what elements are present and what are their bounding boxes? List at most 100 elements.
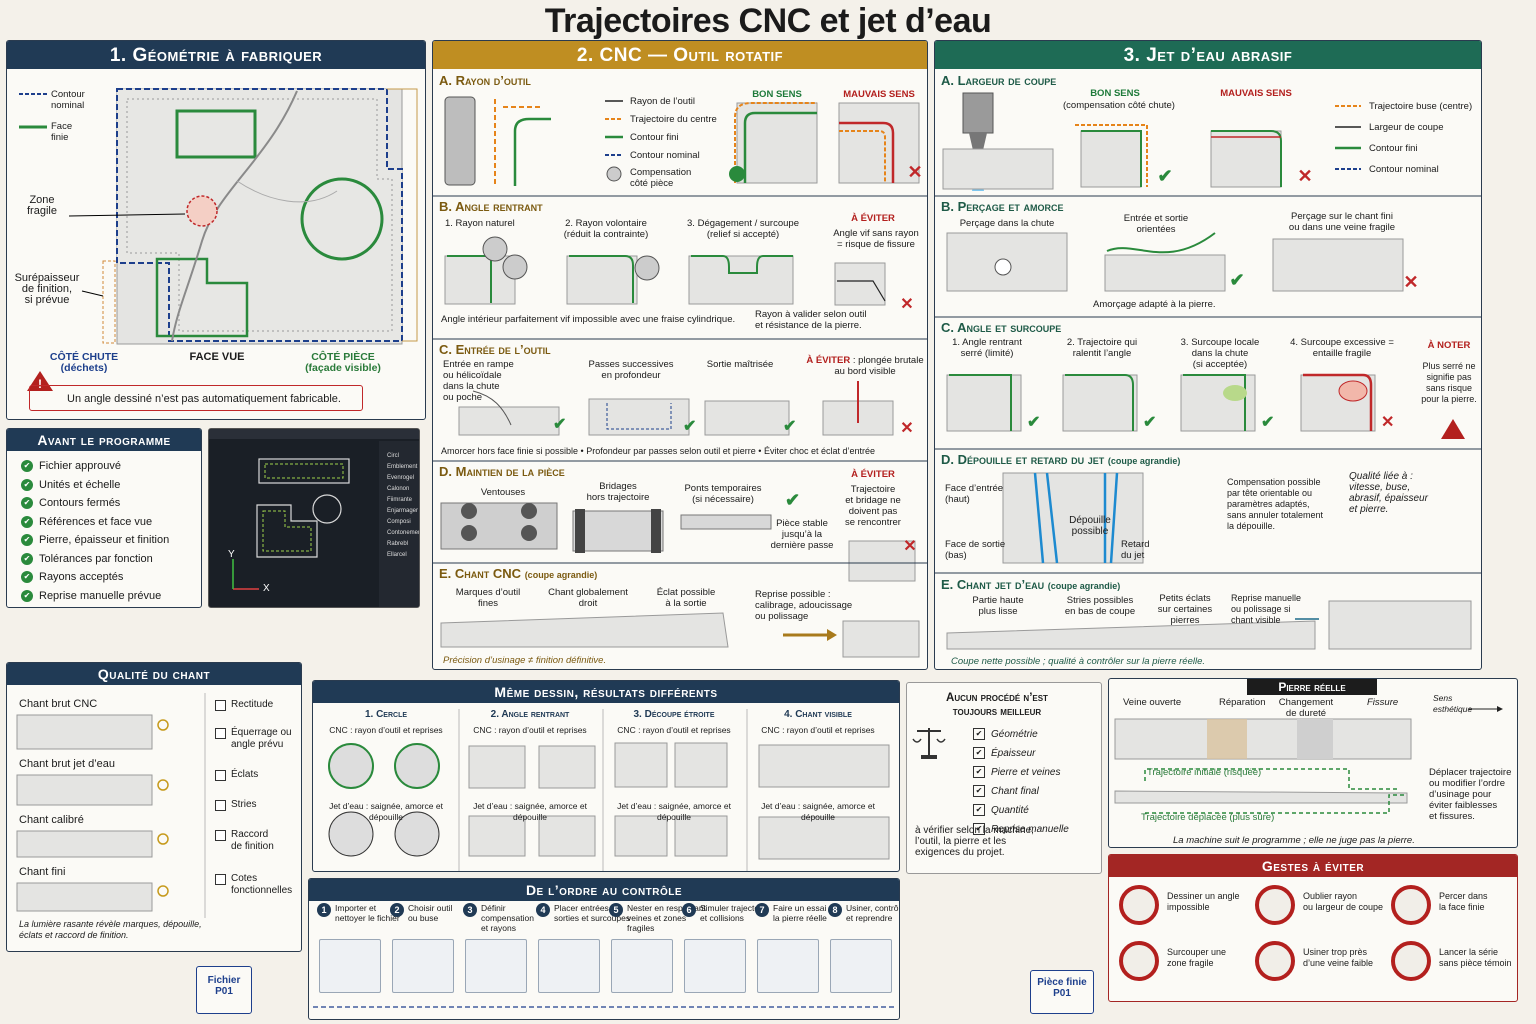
step-illustration bbox=[538, 939, 600, 993]
entree-c1: Entrée en rampe ou hélicoïdale dans la c… bbox=[443, 359, 514, 403]
surepaisseur-label: Surépaisseur de finition, si prévue bbox=[14, 272, 80, 306]
maintien-c4: Pièce stable jusqu’à la dernière passe bbox=[770, 518, 834, 551]
jet-d-sortie: Face de sortie (bas) bbox=[945, 539, 1006, 561]
qualite-title: Qualité du chant bbox=[7, 663, 301, 685]
meme-col-cnc: CNC : rayon d’outil et reprises bbox=[329, 725, 443, 735]
cad-menu-item: Calonon bbox=[387, 486, 410, 492]
panel-geometrie: 1. Géométrie à fabriquer ! Contour nomin… bbox=[6, 40, 426, 420]
jet-d-title: D. Dépouille et retard du jet bbox=[941, 452, 1105, 467]
legend-contour-fini: Contour fini bbox=[630, 132, 679, 143]
reelle-t1: Trajectoire initiale (risquée) bbox=[1147, 767, 1262, 778]
qualite-row-label: Chant brut jet d’eau bbox=[19, 758, 116, 770]
qualite-check: Éclats bbox=[214, 769, 259, 781]
avant-item: Unités et échelle bbox=[21, 476, 169, 495]
ordre-flow bbox=[313, 1006, 897, 1008]
qualite-check: Cotes fonctionnelles bbox=[214, 873, 293, 896]
cnc-drawings: ✕ ✕ ✕ ✔ ✔ ✔ ✕ ✔ bbox=[433, 96, 927, 658]
legend-contour-nominal: Contour nominal bbox=[630, 150, 700, 161]
chant-c3: Éclat possible à la sortie bbox=[656, 587, 716, 609]
jet-c-c1: 1. Angle rentrant serré (limité) bbox=[952, 337, 1022, 359]
panel-gestes: Gestes à éviter Dessiner un angle imposs… bbox=[1108, 854, 1518, 1002]
panel-meme-dessin: Même dessin, résultats différents 1. Cer… bbox=[312, 680, 900, 872]
warning-text: Un angle dessiné n’est pas automatiqueme… bbox=[67, 393, 341, 405]
cad-menu-item: Ellarcel bbox=[387, 552, 407, 558]
chant-c2: Chant globalement droit bbox=[548, 587, 628, 609]
angle-c2: 2. Rayon volontaire (réduit la contraint… bbox=[563, 218, 649, 240]
svg-text:✕: ✕ bbox=[907, 162, 922, 182]
step-illustration bbox=[319, 939, 381, 993]
zone-fragile-label: Zone fragile bbox=[27, 194, 57, 217]
piece-finie-label: Pièce finie P01 bbox=[1037, 977, 1087, 999]
aucun-item: Épaisseur bbox=[973, 747, 1035, 759]
forbidden-icon bbox=[1255, 941, 1295, 981]
mauvais-sens-label: MAUVAIS SENS bbox=[843, 89, 915, 100]
qualite-row-label: Chant brut CNC bbox=[19, 698, 98, 710]
angle-eviter-text: Angle vif sans rayon = risque de fissure bbox=[833, 228, 919, 250]
step-number-icon: 3 bbox=[463, 903, 477, 917]
svg-text:✔: ✔ bbox=[1027, 414, 1040, 431]
angle-note1: Angle intérieur parfaitement vif impossi… bbox=[441, 314, 736, 325]
avant-item: Références et face vue bbox=[21, 513, 169, 532]
ordre-step: Choisir outil ou buse bbox=[408, 903, 453, 923]
angle-note2: Rayon à valider selon outil et résistanc… bbox=[755, 309, 867, 331]
aucun-item: Géométrie bbox=[973, 728, 1038, 740]
jet-d-comp: Compensation possible par tête orientabl… bbox=[1227, 477, 1324, 531]
cad-menu-item: Evenrogel bbox=[387, 475, 415, 481]
reelle-t2: Trajectoire déplacée (plus sûre) bbox=[1141, 812, 1275, 823]
step-illustration bbox=[757, 939, 819, 993]
svg-text:✔: ✔ bbox=[785, 490, 800, 510]
balance-icon bbox=[912, 728, 946, 759]
geste-label: Percer dans la face finie bbox=[1439, 891, 1488, 912]
reelle-l1: Veine ouverte bbox=[1123, 697, 1182, 708]
geste-label: Surcouper une zone fragile bbox=[1167, 947, 1227, 968]
svg-text:✔: ✔ bbox=[1143, 414, 1156, 431]
geste-label: Usiner trop près d’une veine faible bbox=[1303, 947, 1374, 968]
angle-c1: 1. Rayon naturel bbox=[445, 218, 515, 229]
jet-e-c1: Partie haute plus lisse bbox=[972, 595, 1024, 617]
bon-sens-label: BON SENS bbox=[752, 89, 802, 100]
avant-item: Pierre, épaisseur et finition bbox=[21, 531, 169, 550]
legend-trajectoire: Trajectoire du centre bbox=[630, 114, 717, 125]
avant-item: Tolérances par fonction bbox=[21, 550, 169, 569]
section-e-title: E. Chant CNC bbox=[439, 566, 522, 581]
jet-b-foot: Amorçage adapté à la pierre. bbox=[1093, 299, 1216, 310]
meme-col-cnc: CNC : rayon d’outil et reprises bbox=[761, 725, 875, 735]
entree-c3: Sortie maîtrisée bbox=[706, 359, 774, 370]
forbidden-icon bbox=[1391, 885, 1431, 925]
maintien-eviter: À ÉVITER bbox=[851, 469, 895, 480]
axis-x: X bbox=[263, 583, 270, 594]
ordre-title: De l’ordre au contrôle bbox=[309, 879, 899, 901]
aucun-item: Reprise manuelle bbox=[973, 823, 1069, 835]
avant-title: Avant le programme bbox=[7, 429, 201, 451]
jet-d-entree: Face d’entrée (haut) bbox=[945, 483, 1004, 505]
aucun-item: Chant final bbox=[973, 785, 1039, 797]
jet-drawings: ✔ ✕ ✔ ✕ ✔ ✔ ✔ ✕ bbox=[935, 92, 1481, 650]
avant-item: Fichier approuvé bbox=[21, 457, 169, 476]
legend-rayon: Rayon de l’outil bbox=[630, 96, 695, 107]
jet-bon-sens: BON SENS bbox=[1090, 88, 1140, 99]
chant-c4: Reprise possible : calibrage, adoucissag… bbox=[755, 589, 853, 622]
step-illustration bbox=[465, 939, 527, 993]
svg-text:✕: ✕ bbox=[900, 296, 913, 313]
qualite-check: Raccord de finition bbox=[215, 829, 274, 852]
jet-d-retard: Retard du jet bbox=[1121, 539, 1150, 561]
qualite-check: Équerrage ou angle prévu bbox=[215, 727, 292, 750]
jet-b-c1: Perçage dans la chute bbox=[959, 218, 1055, 229]
panel-pierre-reelle: Pierre réelle Veine ouverte Réparation C… bbox=[1108, 678, 1518, 848]
legend-compensation: Compensation côté pièce bbox=[630, 167, 692, 189]
jet-e-c2: Stries possibles en bas de coupe bbox=[1064, 595, 1136, 617]
meme-col-title: 1. Cercle bbox=[364, 709, 408, 720]
panel-avant-programme: Avant le programme Fichier approuvéUnité… bbox=[6, 428, 202, 608]
jet-a-title: A. Largeur de coupe bbox=[941, 73, 1057, 88]
ordre-step: Simuler trajectoire et collisions bbox=[700, 903, 769, 923]
step-number-icon: 1 bbox=[317, 903, 331, 917]
svg-text:✔: ✔ bbox=[683, 418, 696, 435]
chant-foot: Précision d’usinage ≠ finition définitiv… bbox=[443, 655, 607, 666]
panel-jet-eau: 3. Jet d’eau abrasif ✔ ✕ ✔ ✕ ✔ ✔ ✔ ✕ A. … bbox=[934, 40, 1482, 670]
geste-label: Oublier rayon ou largeur de coupe bbox=[1303, 891, 1384, 912]
jet-leg-1: Trajectoire buse (centre) bbox=[1369, 101, 1473, 112]
axis-y: Y bbox=[228, 549, 235, 560]
panel-title: 1. Géométrie à fabriquer bbox=[7, 41, 425, 69]
forbidden-icon bbox=[1119, 885, 1159, 925]
panel-cnc: 2. CNC — Outil rotatif A. Rayon d’outil … bbox=[432, 40, 928, 670]
